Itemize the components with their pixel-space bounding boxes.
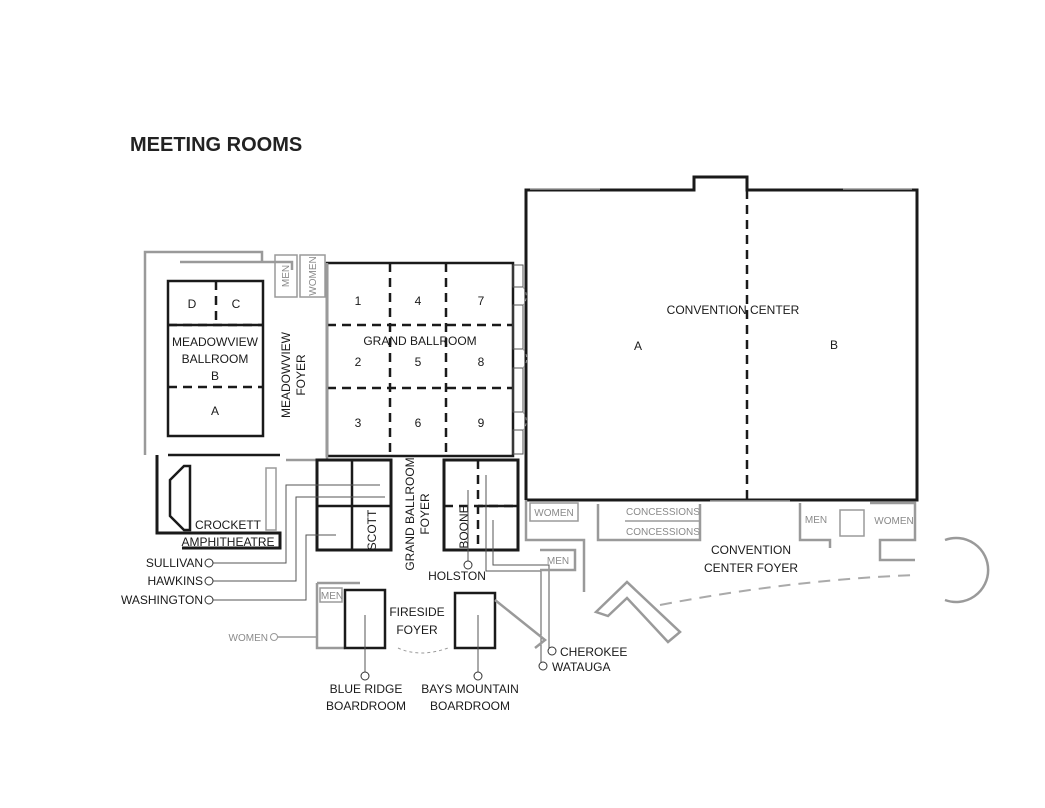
blue-ridge-pin	[360, 671, 370, 681]
service-areas	[524, 500, 917, 592]
boone-room-block[interactable]	[442, 458, 520, 552]
women-fireside-pin	[270, 633, 278, 641]
grand-foyer-label-line1: GRAND BALLROOM	[403, 457, 417, 570]
page-title: MEETING ROOMS	[130, 134, 302, 156]
grand-foyer-label-line2: FOYER	[418, 493, 432, 535]
grand-ballroom-label: GRAND BALLROOM	[363, 334, 476, 348]
restroom-men-meadowview: MEN	[281, 265, 292, 287]
fireside-foyer-label-line1: FIRESIDE	[389, 605, 444, 619]
leader-lines-left	[204, 484, 385, 605]
grand-ballroom-section-9: 9	[478, 416, 485, 430]
meadowview-foyer-label-line1: MEADOWVIEW	[279, 331, 293, 418]
grand-ballroom-section-8: 8	[478, 355, 485, 369]
leader-lines-right	[463, 475, 557, 671]
convention-center-label: CONVENTION CENTER	[667, 303, 800, 317]
hawkins-pin	[204, 576, 214, 586]
grand-ballroom-section-6: 6	[415, 416, 422, 430]
hawkins-label: HAWKINS	[147, 574, 203, 588]
cherokee-pin	[547, 646, 557, 656]
cherokee-label: CHEROKEE	[560, 645, 627, 659]
concessions-label-1: CONCESSIONS	[626, 507, 700, 518]
holston-pin	[463, 560, 473, 570]
grand-ballroom-section-5: 5	[415, 355, 422, 369]
restroom-women-east: WOMEN	[874, 516, 913, 527]
grand-ballroom-section-3: 3	[355, 416, 362, 430]
restroom-men-center: MEN	[547, 556, 569, 567]
bays-mountain-boardroom[interactable]	[397, 591, 548, 681]
restroom-women-meadowview: WOMEN	[308, 256, 319, 295]
grand-ballroom-section-1: 1	[355, 294, 362, 308]
grand-ballroom-section-4: 4	[415, 294, 422, 308]
washington-label: WASHINGTON	[121, 593, 203, 607]
bays-mountain-label-line1: BAYS MOUNTAIN	[421, 682, 519, 696]
scott-room-block[interactable]	[315, 458, 393, 552]
grand-ballroom-section-2: 2	[355, 355, 362, 369]
crockett-label-line2: AMPHITHEATRE	[181, 535, 274, 549]
blue-ridge-boardroom[interactable]	[315, 581, 387, 681]
holston-label: HOLSTON	[428, 569, 486, 583]
bays-mountain-label-line2: BOARDROOM	[430, 699, 510, 713]
crockett-label-line1: CROCKETT	[195, 518, 262, 532]
watauga-pin	[538, 661, 548, 671]
convention-center[interactable]	[524, 175, 919, 502]
blue-ridge-label-line2: BOARDROOM	[326, 699, 406, 713]
sullivan-label: SULLIVAN	[146, 556, 203, 570]
restroom-women-fireside: WOMEN	[229, 633, 268, 644]
grand-ballroom[interactable]	[325, 261, 528, 458]
sullivan-pin	[204, 558, 214, 568]
grand-ballroom-section-7: 7	[478, 294, 485, 308]
convention-foyer-label-line2: CENTER FOYER	[704, 561, 798, 575]
blue-ridge-label-line1: BLUE RIDGE	[330, 682, 403, 696]
restroom-women-center: WOMEN	[534, 508, 573, 519]
watauga-label: WATAUGA	[552, 660, 610, 674]
concessions-label-2: CONCESSIONS	[626, 527, 700, 538]
meadowview-ballroom-label-line2: BALLROOM	[182, 352, 249, 366]
washington-pin	[204, 595, 214, 605]
convention-foyer-label-line1: CONVENTION	[711, 543, 791, 557]
scott-label: SCOTT	[365, 509, 379, 550]
meadowview-foyer-label-line2: FOYER	[294, 354, 308, 396]
convention-section-a: A	[634, 339, 642, 353]
meadowview-section-c: C	[232, 297, 241, 311]
restroom-men-fireside: MEN	[321, 591, 343, 602]
crockett-amphitheatre[interactable]	[155, 453, 282, 550]
meadowview-section-d: D	[188, 297, 197, 311]
restroom-men-east: MEN	[805, 515, 827, 526]
bays-mountain-pin	[473, 671, 483, 681]
meadowview-section-a: A	[211, 404, 219, 418]
fireside-foyer-label-line2: FOYER	[396, 623, 438, 637]
meadowview-ballroom-label-line1: MEADOWVIEW	[172, 335, 259, 349]
meadowview-section-b: B	[211, 369, 219, 383]
boone-label: BOONE	[457, 505, 471, 548]
convention-section-b: B	[830, 338, 838, 352]
convention-center-foyer[interactable]	[593, 536, 990, 644]
